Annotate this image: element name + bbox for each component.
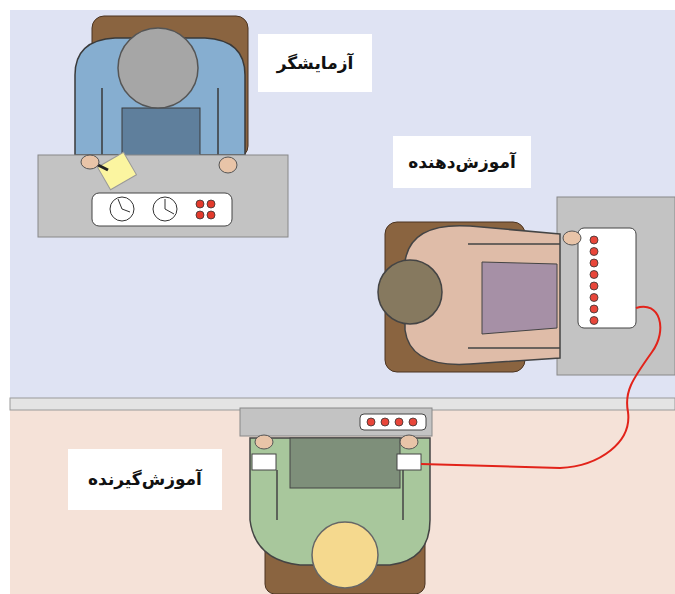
- clock-hand: [165, 199, 174, 214]
- lap: [482, 262, 557, 334]
- head: [378, 260, 442, 324]
- arm-line: [277, 470, 403, 520]
- arm-line: [468, 244, 560, 348]
- role-label: آموزش‌گیرنده: [88, 468, 202, 490]
- lap: [122, 108, 200, 156]
- paper: [98, 152, 137, 190]
- wire: [421, 307, 660, 468]
- desk: [240, 408, 432, 436]
- clock: [110, 197, 134, 221]
- switches: [590, 236, 598, 325]
- room-bottom: [10, 408, 675, 594]
- button: [196, 211, 204, 219]
- role-label: آزمایشگر: [277, 52, 354, 74]
- wrist-strap: [397, 454, 421, 470]
- panel: [360, 414, 426, 430]
- clock: [153, 197, 177, 221]
- head: [118, 28, 198, 108]
- button: [196, 200, 204, 208]
- shock-panel: [578, 228, 636, 328]
- hand: [219, 157, 237, 173]
- wrist-strap: [252, 454, 276, 470]
- button: [207, 200, 215, 208]
- role-label: آموزش‌دهنده: [408, 151, 516, 173]
- button: [207, 211, 215, 219]
- room-top: [10, 10, 675, 402]
- hand: [81, 155, 99, 169]
- hand: [255, 435, 273, 449]
- label-box: آموزش‌دهنده: [393, 136, 531, 188]
- hand: [400, 435, 418, 449]
- desk: [557, 197, 675, 375]
- hand: [563, 231, 581, 245]
- head: [312, 522, 378, 588]
- clock-hand: [118, 199, 130, 212]
- lights: [367, 418, 417, 426]
- label-box: آموزش‌گیرنده: [68, 449, 222, 510]
- desk: [38, 155, 288, 237]
- panel: [92, 193, 232, 226]
- lap: [290, 438, 400, 488]
- label-box: آزمایشگر: [258, 34, 372, 92]
